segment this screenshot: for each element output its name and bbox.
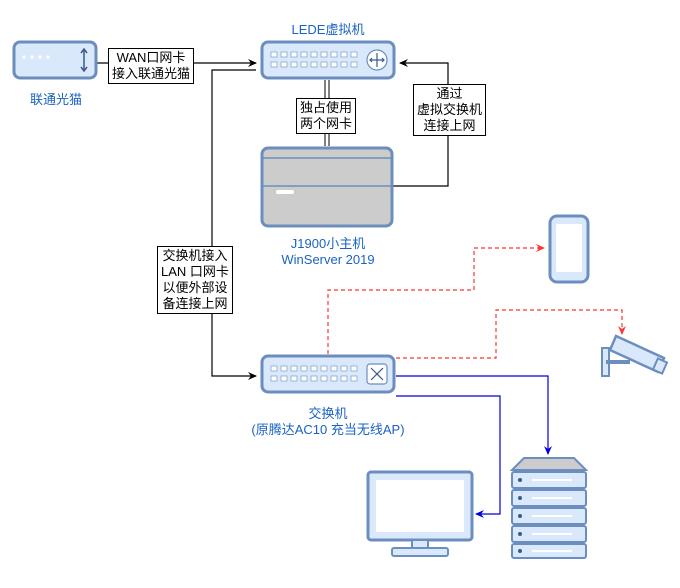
wan-note-line1: WAN口网卡: [116, 50, 186, 65]
dedicated-note-line2: 两个网卡: [300, 116, 353, 131]
lan-note-line2: LAN 口网卡: [161, 264, 229, 279]
switch-label-line2: (原腾达AC10 充当无线AP): [251, 422, 405, 437]
host-label: J1900小主机 WinServer 2019: [248, 236, 408, 268]
lan-note-line4: 备连接上网: [162, 296, 228, 311]
host-label-line2: WinServer 2019: [281, 252, 375, 267]
switch-label: 交换机 (原腾达AC10 充当无线AP): [218, 406, 438, 438]
lede-vm-label: LEDE虚拟机: [291, 22, 365, 37]
vswitch-note: 通过 虚拟交换机 连接上网: [413, 84, 487, 136]
security-camera-icon: [601, 334, 669, 377]
wired-link-server: [396, 375, 552, 455]
wifi-link-phone: [327, 244, 545, 354]
dedicated-note-line1: 独占使用: [300, 100, 353, 115]
wan-note-line2: 接入联通光猫: [112, 66, 191, 81]
lan-note-line3: 以便外部设: [162, 280, 228, 295]
wired-link-monitor: [396, 395, 501, 518]
host-label-line1: J1900小主机: [290, 236, 366, 251]
lan-note-line1: 交换机接入: [162, 248, 228, 263]
vswitch-note-line1: 通过: [436, 86, 463, 101]
vswitch-note-line2: 虚拟交换机: [417, 102, 483, 117]
vswitch-note-line3: 连接上网: [423, 118, 476, 133]
lan-note: 交换机接入 LAN 口网卡 以便外部设 备连接上网: [157, 246, 233, 314]
fiber-modem-icon: [12, 40, 98, 80]
monitor-icon: [366, 470, 474, 557]
dedicated-note: 独占使用 两个网卡: [296, 98, 357, 134]
mini-pc-icon: [260, 146, 394, 228]
switch-icon: [260, 354, 396, 394]
modem-label: 联通光猫: [29, 92, 82, 107]
wan-note: WAN口网卡 接入联通光猫: [108, 48, 195, 84]
smartphone-icon: [548, 214, 590, 284]
wifi-link-camera: [396, 309, 626, 359]
lan-link: [211, 69, 257, 380]
router-icon: [260, 40, 396, 80]
switch-label-line1: 交换机: [308, 406, 348, 421]
server-rack-icon: [509, 457, 589, 559]
